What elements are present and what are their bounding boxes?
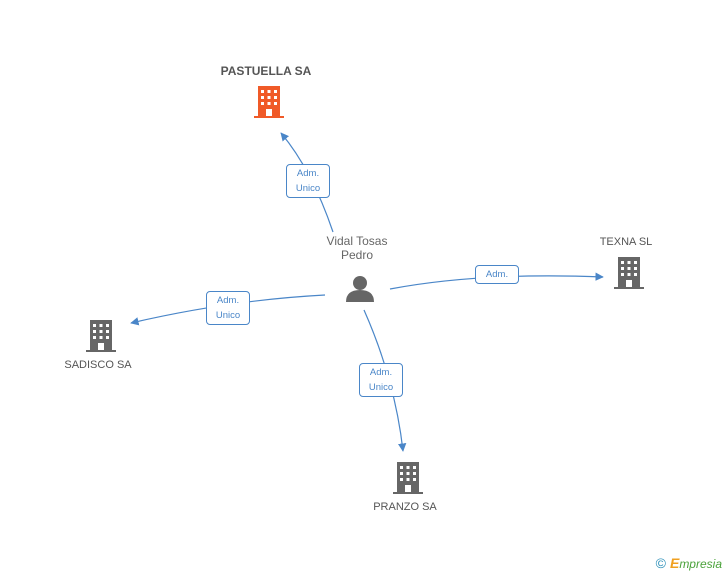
company-label-pastuella[interactable]: PASTUELLA SA bbox=[220, 64, 312, 78]
building-icon-texna[interactable] bbox=[614, 257, 644, 289]
edge-tag-pastuella: Adm. Unico bbox=[286, 164, 330, 198]
edge-tag-pranzo: Adm. Unico bbox=[359, 363, 403, 397]
footer-brand[interactable]: ©Empresia bbox=[656, 555, 722, 571]
building-icon-sadisco[interactable] bbox=[86, 320, 116, 352]
person-name-line2: Pedro bbox=[340, 248, 374, 262]
edge-tag-line1: Adm. bbox=[296, 168, 320, 179]
building-icon-pranzo[interactable] bbox=[393, 462, 423, 494]
building-icon-pastuella[interactable] bbox=[254, 86, 284, 118]
edge-tag-sadisco: Adm. Unico bbox=[206, 291, 250, 325]
edge-tag-line2: Unico bbox=[295, 183, 321, 194]
edge-tag-line2: Unico bbox=[368, 382, 394, 393]
brand-name: mpresia bbox=[679, 557, 722, 571]
edge-tag-line1: Adm. bbox=[485, 269, 509, 280]
person-name-line1: Vidal Tosas bbox=[326, 234, 388, 248]
copyright-symbol: © bbox=[655, 555, 666, 571]
company-label-sadisco[interactable]: SADISCO SA bbox=[64, 359, 132, 371]
edge-tag-texna: Adm. bbox=[475, 265, 519, 284]
person-icon[interactable] bbox=[346, 276, 374, 302]
edge-tag-line1: Adm. bbox=[369, 367, 393, 378]
company-label-texna[interactable]: TEXNA SL bbox=[599, 236, 653, 248]
brand-logo-e: E bbox=[669, 555, 680, 571]
person-name[interactable]: Vidal Tosas Pedro bbox=[297, 234, 417, 262]
edge-tag-line2: Unico bbox=[215, 310, 241, 321]
company-label-pranzo[interactable]: PRANZO SA bbox=[373, 501, 437, 513]
edge-tag-line1: Adm. bbox=[216, 295, 240, 306]
